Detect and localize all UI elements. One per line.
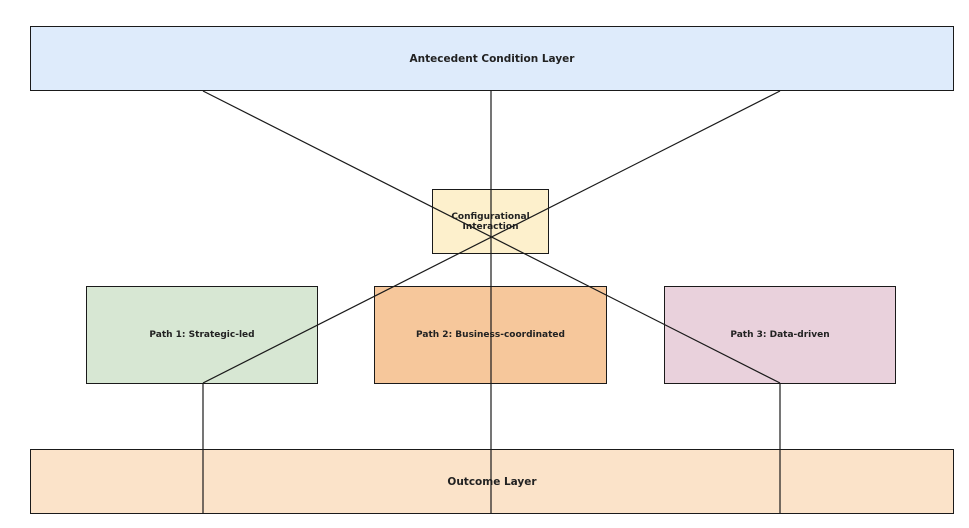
- configurational-interaction-label: Configurational Interaction: [451, 211, 530, 232]
- path-1-label: Path 1: Strategic-led: [149, 330, 255, 340]
- path-2-label: Path 2: Business-coordinated: [416, 330, 565, 340]
- path-2-box: Path 2: Business-coordinated: [374, 286, 607, 384]
- outcome-layer-box: Outcome Layer: [30, 449, 954, 514]
- outcome-layer-label: Outcome Layer: [447, 475, 537, 488]
- path-3-label: Path 3: Data-driven: [730, 330, 830, 340]
- antecedent-condition-layer-label: Antecedent Condition Layer: [409, 52, 575, 65]
- antecedent-condition-layer-box: Antecedent Condition Layer: [30, 26, 954, 91]
- path-3-box: Path 3: Data-driven: [664, 286, 896, 384]
- path-1-box: Path 1: Strategic-led: [86, 286, 318, 384]
- configurational-interaction-box: Configurational Interaction: [432, 189, 549, 254]
